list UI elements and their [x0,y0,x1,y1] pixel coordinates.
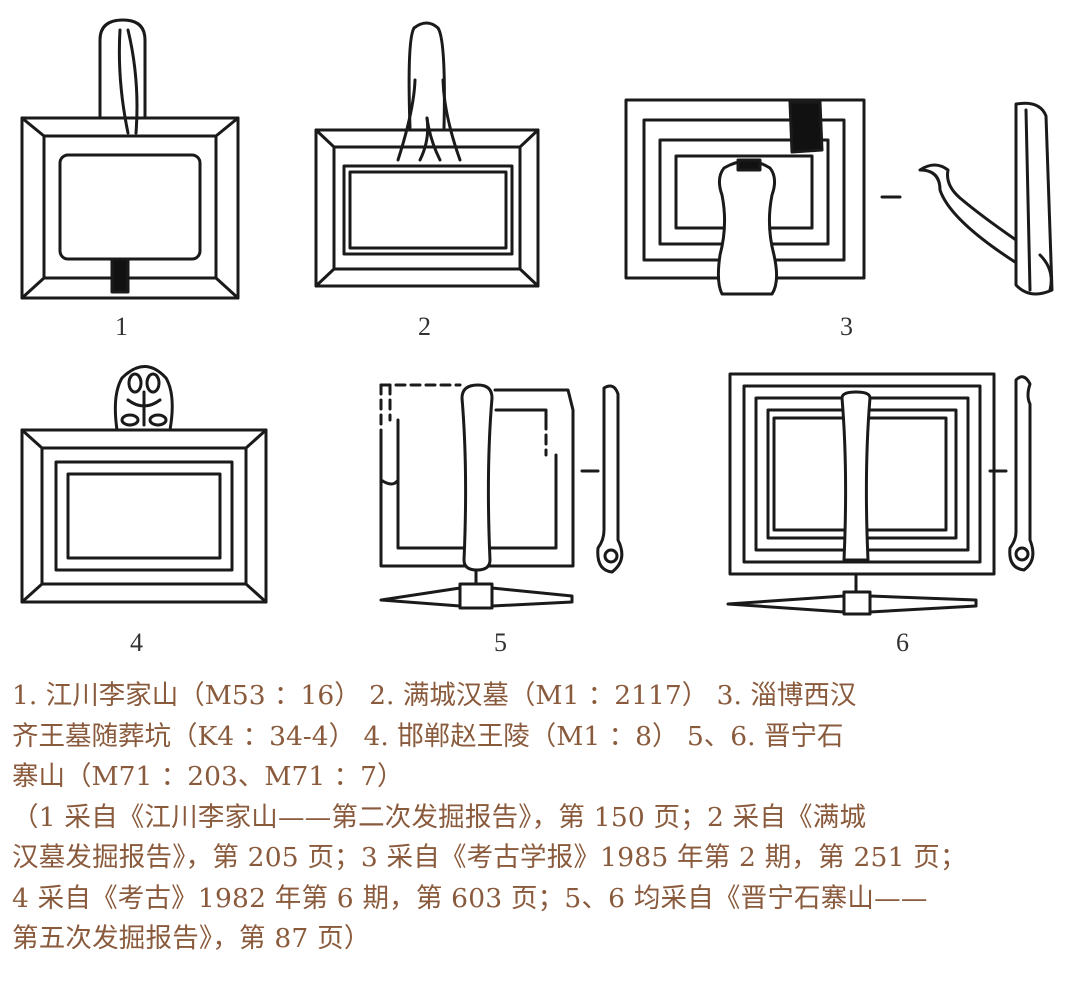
caption-source-line: 4 采自《考古》1982 年第 6 期，第 603 页；5、6 均采自《晋宁石寨… [12,882,928,914]
buckle-drawing-3 [624,98,1054,296]
buckle-drawing-1 [20,18,240,300]
buckle-drawing-4 [20,365,268,604]
figure-label-3: 3 [840,312,853,341]
figure-label-5: 5 [494,628,507,657]
figure-label-6: 6 [896,628,909,657]
caption-source-line: 第五次发掘报告》，第 87 页） [12,923,371,954]
buckle-drawing-2 [314,21,540,288]
figure-caption: 1. 江川李家山（M53 ：16） 2. 满城汉墓（M1 ：2117） 3. 淄… [12,676,1072,960]
figure-label-1: 1 [115,312,128,341]
figure-label-4: 4 [130,628,143,657]
caption-source-line: 汉墓发掘报告》，第 205 页；3 采自《考古学报》1985 年第 2 期，第 … [12,842,967,873]
buckle-drawing-5 [379,383,624,610]
caption-line: 寨山（M71 ：203、M71 ：7） [12,761,404,792]
figure-label-2: 2 [418,312,431,341]
figure-drawings [20,18,1054,616]
caption-source-line: （1 采自《江川李家山——第二次发掘报告》，第 150 页；2 采自《满城 [12,801,867,833]
caption-line: 1. 江川李家山（M53 ：16） 2. 满城汉墓（M1 ：2117） 3. 淄… [12,680,857,711]
buckle-drawing-6 [726,372,1035,616]
caption-line: 齐王墓随葬坑（K4 ：34-4） 4. 邯郸赵王陵（M1 ：8） 5、6. 晋宁… [12,720,844,752]
